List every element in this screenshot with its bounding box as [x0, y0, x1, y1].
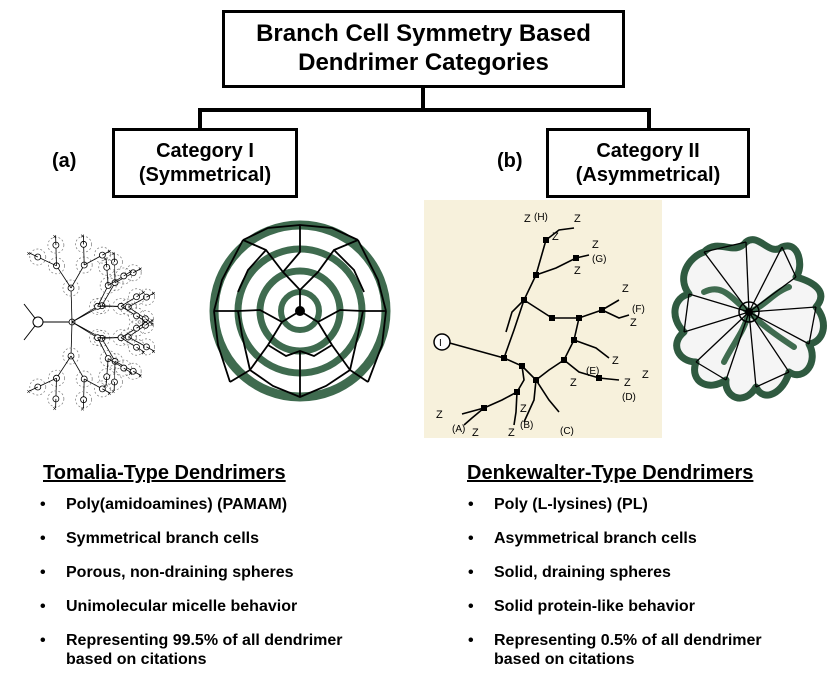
category-2-heading: Denkewalter-Type Dendrimers — [467, 462, 753, 485]
svg-text:×: × — [128, 371, 132, 378]
svg-text:×: × — [128, 269, 132, 276]
lysine-branch-label-e: (E) — [586, 366, 599, 377]
category-1-box: Category I (Symmetrical) — [112, 128, 298, 198]
svg-text:×: × — [151, 291, 155, 298]
lysine-terminal-z: Z — [436, 409, 443, 421]
lysine-branch-label-d: (D) — [622, 392, 636, 403]
lysine-structure-figure: I (A) (B) (C) (D) (E) (F) (G) (H) Z Z Z … — [424, 200, 662, 438]
list-item: Unimolecular micelle behavior — [40, 597, 390, 616]
svg-text:×: × — [141, 350, 145, 357]
list-item: Representing 0.5% of all dendrimer based… — [468, 631, 808, 669]
svg-text:×: × — [141, 290, 145, 297]
list-item: Poly(amidoamines) (PAMAM) — [40, 495, 390, 514]
list-item: Porous, non-draining spheres — [40, 563, 390, 582]
list-item: Poly (L-lysines) (PL) — [468, 495, 808, 514]
svg-text:×: × — [80, 233, 84, 240]
lysine-core-label: I — [439, 338, 442, 349]
category-1-name: Category I — [156, 139, 254, 163]
symmetrical-dendrimer-sphere — [208, 210, 398, 410]
svg-text:×: × — [138, 266, 142, 273]
connector-horizontal — [198, 108, 651, 112]
svg-text:×: × — [80, 407, 84, 414]
lysine-terminal-z: Z — [630, 317, 637, 329]
panel-label-a: (a) — [52, 150, 76, 173]
list-item: Solid protein-like behavior — [468, 597, 808, 616]
svg-text:×: × — [150, 318, 154, 325]
lysine-terminal-z: Z — [622, 283, 629, 295]
svg-text:×: × — [53, 406, 57, 413]
svg-text:×: × — [27, 251, 31, 258]
svg-text:×: × — [151, 349, 155, 356]
lysine-branch-label-a: (A) — [452, 424, 465, 435]
lysine-terminal-z: Z — [524, 213, 531, 225]
category-1-subtitle: (Symmetrical) — [139, 163, 271, 187]
list-item: Symmetrical branch cells — [40, 529, 390, 548]
svg-text:×: × — [111, 389, 115, 396]
lysine-terminal-z: Z — [552, 231, 559, 243]
title-box: Branch Cell Symmetry Based Dendrimer Cat… — [222, 10, 625, 88]
category-1-heading: Tomalia-Type Dendrimers — [43, 462, 286, 485]
lysine-terminal-z: Z — [642, 369, 649, 381]
lysine-terminal-z: Z — [574, 213, 581, 225]
list-item: Asymmetrical branch cells — [468, 529, 808, 548]
asymmetrical-dendrimer-blob — [664, 232, 834, 412]
svg-text:×: × — [53, 234, 57, 241]
title-line-2: Dendrimer Categories — [298, 49, 549, 78]
list-item: Representing 99.5% of all dendrimer base… — [40, 631, 390, 669]
category-2-bullet-list: Poly (L-lysines) (PL) Asymmetrical branc… — [468, 495, 808, 684]
svg-text:×: × — [141, 321, 145, 328]
connector-right-drop — [647, 108, 651, 130]
connector-left-drop — [198, 108, 202, 130]
pamam-structure-figure: ×××××××××××××××××××××××× — [10, 200, 198, 440]
title-line-1: Branch Cell Symmetry Based — [256, 20, 591, 49]
lysine-terminal-z: Z — [570, 377, 577, 389]
svg-text:×: × — [27, 389, 31, 396]
svg-text:×: × — [103, 256, 107, 263]
lysine-terminal-z: Z — [624, 377, 631, 389]
lysine-terminal-z: Z — [472, 427, 479, 438]
lysine-terminal-z: Z — [508, 427, 515, 438]
category-2-subtitle: (Asymmetrical) — [576, 163, 721, 187]
lysine-terminal-z: Z — [592, 239, 599, 251]
list-item: Solid, draining spheres — [468, 563, 808, 582]
svg-text:×: × — [138, 374, 142, 381]
lysine-branch-label-c: (C) — [560, 426, 574, 437]
lysine-terminal-z: Z — [612, 355, 619, 367]
svg-text:×: × — [107, 391, 111, 398]
lysine-terminal-z: Z — [520, 403, 527, 415]
lysine-branch-label-b: (B) — [520, 420, 533, 431]
svg-text:×: × — [103, 384, 107, 391]
svg-text:×: × — [111, 251, 115, 258]
category-2-name: Category II — [596, 139, 699, 163]
panel-label-b: (b) — [497, 150, 523, 173]
lysine-branch-label-h: (H) — [534, 212, 548, 223]
category-2-box: Category II (Asymmetrical) — [546, 128, 750, 198]
lysine-branch-label-f: (F) — [632, 304, 645, 315]
lysine-branch-label-g: (G) — [592, 254, 606, 265]
category-1-bullet-list: Poly(amidoamines) (PAMAM) Symmetrical br… — [40, 495, 390, 684]
lysine-terminal-z: Z — [574, 265, 581, 277]
